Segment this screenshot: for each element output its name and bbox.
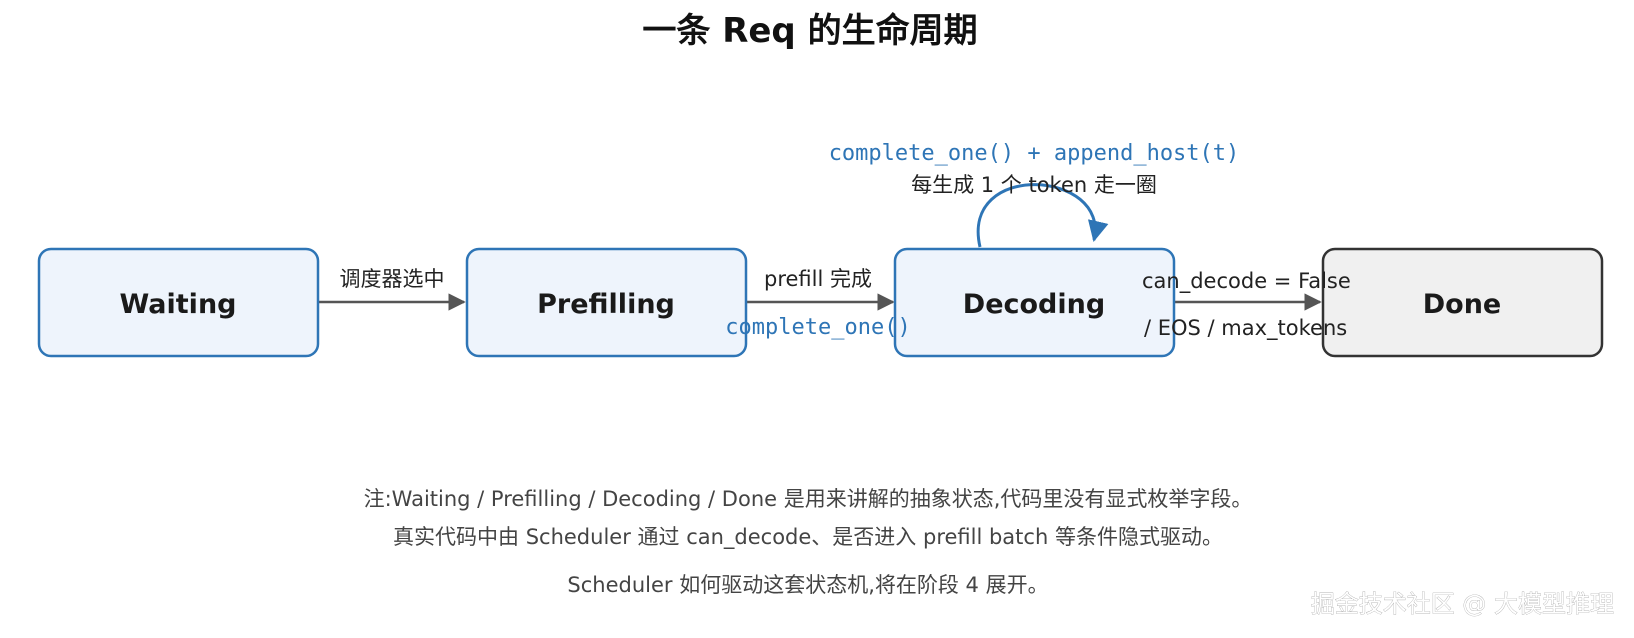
- note-line-3: Scheduler 如何驱动这套状态机,将在阶段 4 展开。: [567, 573, 1048, 597]
- note-line-1: 注:Waiting / Prefilling / Decoding / Done…: [364, 487, 1253, 511]
- diagram-title: 一条 Req 的生命周期: [642, 11, 977, 51]
- edge-prefilling-decoding-code: complete_one(): [725, 315, 910, 340]
- edge-waiting-prefilling-label: 调度器选中: [340, 267, 445, 291]
- self-loop-arrow: [976, 183, 1109, 248]
- edge-prefilling-decoding-label: prefill 完成: [764, 267, 872, 291]
- state-decoding: Decoding: [893, 247, 1176, 358]
- state-decoding-label: Decoding: [963, 289, 1105, 320]
- note-line-2: 真实代码中由 Scheduler 通过 can_decode、是否进入 pref…: [393, 525, 1223, 550]
- state-prefilling: Prefilling: [465, 247, 748, 358]
- watermark: 掘金技术社区 @ 大模型推理: [1311, 590, 1614, 618]
- state-prefilling-box: [465, 247, 748, 358]
- self-loop-code-label: complete_one() + append_host(t): [829, 141, 1240, 166]
- state-done-label: Done: [1423, 289, 1502, 320]
- edge-decoding-done-label-line1: can_decode = False: [1142, 269, 1351, 294]
- state-prefilling-label: Prefilling: [537, 289, 675, 320]
- state-waiting-label: Waiting: [119, 289, 236, 320]
- state-decoding-box: [893, 247, 1176, 358]
- state-waiting: Waiting: [37, 247, 320, 358]
- state-done: Done: [1321, 247, 1604, 358]
- self-loop-label: 每生成 1 个 token 走一圈: [911, 173, 1157, 197]
- state-waiting-box: [37, 247, 320, 358]
- edge-decoding-done-label-line2: / EOS / max_tokens: [1144, 316, 1347, 341]
- state-done-box: [1321, 247, 1604, 358]
